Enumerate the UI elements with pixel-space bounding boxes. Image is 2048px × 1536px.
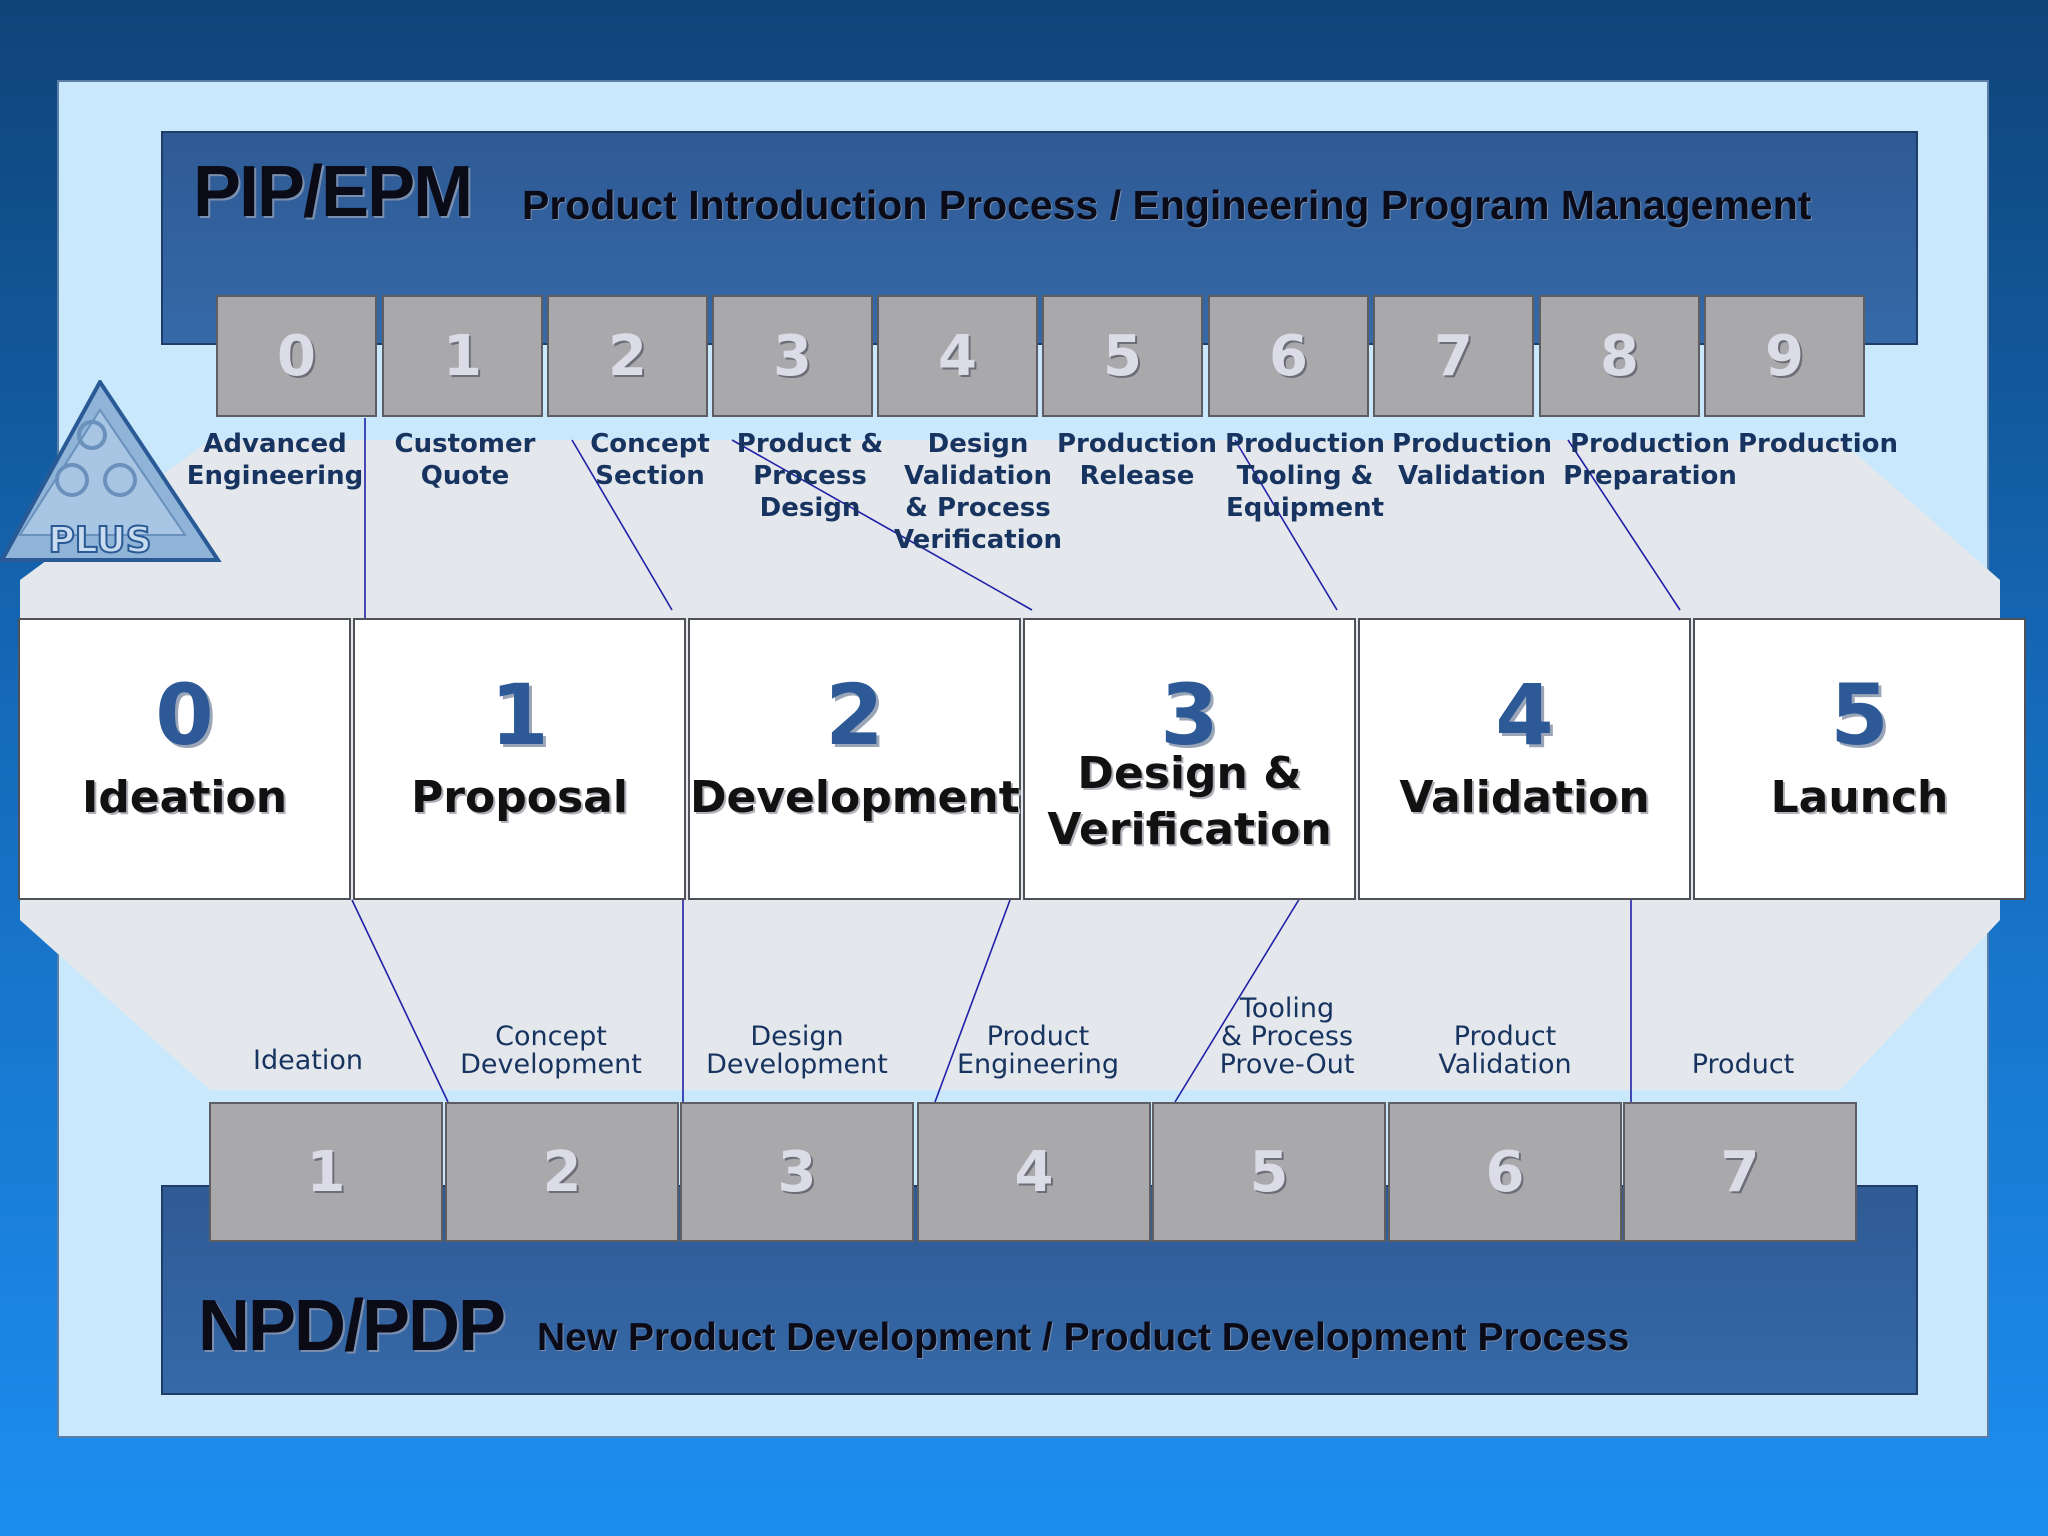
pip-phase-label-2: Concept Section	[590, 429, 710, 491]
pip-phase-box-3: 3	[712, 295, 873, 417]
stage-name: Ideation	[81, 772, 288, 823]
plus-logo-icon: PLUS	[0, 380, 222, 562]
pip-phase-box-1: 1	[382, 295, 543, 417]
npd-phase-label-2: Concept Development	[460, 1021, 642, 1080]
pip-phase-label-8: Production Preparation	[1563, 429, 1737, 491]
stage-name: Development	[690, 772, 1020, 823]
pip-phase-box-8: 8	[1539, 295, 1700, 417]
npd-phase-label-6: Product Validation	[1438, 1021, 1572, 1080]
npd-pdp-subtitle: New Product Development / Product Develo…	[537, 1316, 1630, 1359]
stage-number: 3	[1160, 666, 1219, 764]
logo-text: PLUS	[48, 520, 151, 561]
stage-name: Launch	[1770, 772, 1949, 823]
pip-phase-box-2: 2	[547, 295, 708, 417]
npd-phase-box-7: 7	[1623, 1102, 1857, 1242]
stage-name: Design & Verification	[1047, 748, 1332, 855]
npd-phase-label-3: Design Development	[706, 1021, 888, 1080]
pip-epm-title: PIP/EPM	[193, 152, 473, 232]
npd-phase-label-5: Tooling & Process Prove-Out	[1219, 993, 1355, 1080]
pip-phase-label-3: Product & Process Design	[736, 429, 884, 523]
stage-number: 5	[1830, 666, 1889, 764]
stage-number: 1	[490, 666, 549, 764]
pip-phase-box-6: 6	[1208, 295, 1369, 417]
npd-phase-box-4: 4	[917, 1102, 1151, 1242]
pip-phase-box-4: 4	[877, 295, 1038, 417]
npd-phase-box-3: 3	[680, 1102, 914, 1242]
pip-phase-label-9: Production	[1738, 429, 1898, 459]
pip-phase-label-7: Production Validation	[1392, 429, 1552, 491]
pip-phase-label-6: Production Tooling & Equipment	[1225, 429, 1385, 523]
pip-epm-subtitle: Product Introduction Process / Engineeri…	[522, 182, 1812, 228]
stage-name: Validation	[1399, 772, 1650, 823]
pip-phase-label-4: Design Validation & Process Verification	[893, 429, 1062, 555]
npd-phase-box-5: 5	[1152, 1102, 1386, 1242]
npd-phase-box-1: 1	[209, 1102, 443, 1242]
stage-number: 0	[155, 666, 214, 764]
npd-phase-box-2: 2	[445, 1102, 679, 1242]
npd-pdp-title: NPD/PDP	[198, 1286, 506, 1366]
npd-phase-label-7: Product	[1691, 1049, 1795, 1080]
stage-number: 2	[825, 666, 884, 764]
npd-phase-box-6: 6	[1388, 1102, 1622, 1242]
pip-phase-label-0: Advanced Engineering	[186, 429, 364, 491]
pip-phase-label-1: Customer Quote	[394, 429, 536, 491]
stage-number: 4	[1495, 666, 1554, 764]
pip-phase-label-5: Production Release	[1057, 429, 1217, 491]
pip-phase-box-9: 9	[1704, 295, 1865, 417]
pip-phase-box-5: 5	[1042, 295, 1203, 417]
pip-phase-box-7: 7	[1373, 295, 1534, 417]
npd-phase-label-4: Product Engineering	[957, 1021, 1119, 1080]
npd-phase-label-1: Ideation	[253, 1045, 363, 1076]
stage-name: Proposal	[411, 772, 628, 823]
pip-phase-box-0: 0	[216, 295, 377, 417]
